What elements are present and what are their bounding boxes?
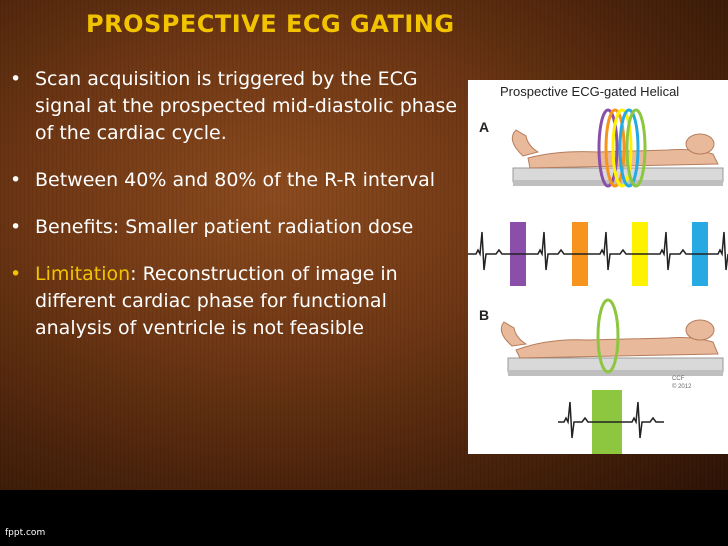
limitation-highlight: Limitation: [35, 263, 131, 285]
panel-b-label: B: [479, 307, 489, 323]
footer-bar: fppt.com: [0, 490, 728, 546]
bullet-text: Between 40% and 80% of the R-R interval: [35, 169, 436, 191]
bullet-list: • Scan acquisition is triggered by the E…: [10, 66, 462, 362]
bullet-item: • Between 40% and 80% of the R-R interva…: [10, 167, 462, 194]
figure-title: Prospective ECG-gated Helical: [500, 84, 679, 99]
gantry-rings-a-icon: [597, 108, 647, 188]
bullet-item: • Benefits: Smaller patient radiation do…: [10, 214, 462, 241]
bullet-item: • Limitation: Reconstruction of image in…: [10, 261, 462, 342]
panel-a-label: A: [479, 119, 489, 135]
bullet-marker: •: [10, 263, 22, 285]
figure-credit-year: © 2012: [672, 383, 692, 390]
figure-illustration: Prospective ECG-gated Helical A: [468, 84, 728, 454]
ecg-gating-figure: Prospective ECG-gated Helical A: [468, 80, 728, 454]
bullet-text: Benefits: Smaller patient radiation dose: [35, 216, 414, 238]
figure-credit: CCF: [672, 376, 685, 382]
bullet-marker: •: [10, 68, 22, 90]
bullet-marker: •: [10, 216, 22, 238]
slide: PROSPECTIVE ECG GATING • Scan acquisitio…: [0, 0, 728, 490]
gantry-ring-b-icon: [596, 298, 620, 374]
footer-brand: fppt.com: [5, 528, 46, 538]
bullet-text: : Reconstruction of image in different c…: [35, 263, 398, 339]
bullet-item: • Scan acquisition is triggered by the E…: [10, 66, 462, 147]
ecg-trace-b: [558, 401, 664, 439]
bullet-text: Scan acquisition is triggered by the ECG…: [35, 68, 458, 144]
bullet-marker: •: [10, 169, 22, 191]
ecg-trace-a: [468, 231, 728, 271]
slide-title: PROSPECTIVE ECG GATING: [86, 10, 455, 38]
